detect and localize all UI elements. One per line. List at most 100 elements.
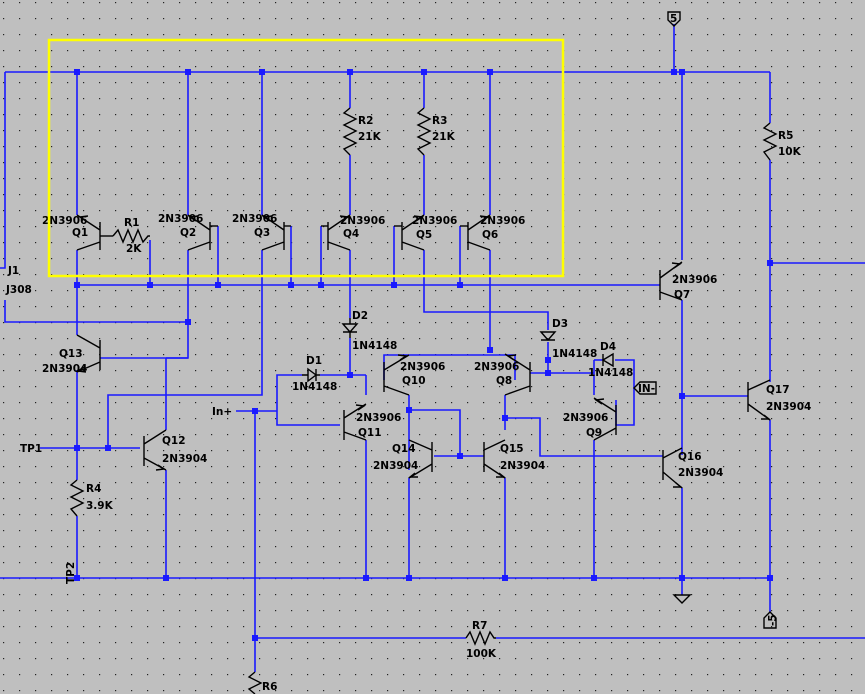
r4-value: 3.9K — [86, 500, 114, 512]
d2-ref: D2 — [352, 310, 368, 322]
d4-ref: D4 — [600, 341, 616, 353]
transistor-q14[interactable]: Q14 2N3904 — [373, 439, 433, 479]
q4-model: 2N3906 — [340, 215, 385, 227]
r2-value: 21K — [358, 131, 382, 143]
q15-ref: Q15 — [500, 443, 524, 455]
q6-model: 2N3906 — [480, 215, 525, 227]
r6-ref: R6 — [262, 681, 277, 693]
selection-box[interactable] — [47, 38, 565, 278]
transistor-q17[interactable]: Q17 2N3904 — [747, 379, 811, 421]
resistor-r6[interactable]: R6 — [247, 671, 277, 694]
r5-value: 10K — [778, 146, 802, 158]
q3-model: 2N3906 — [232, 213, 277, 225]
q14-model: 2N3904 — [373, 460, 418, 472]
transistor-q12[interactable]: Q12 2N3904 — [143, 429, 207, 471]
q7-ref: Q7 — [674, 289, 690, 301]
q13-model: 2N3904 — [42, 363, 87, 375]
ground-symbol — [672, 594, 692, 604]
q2-model: 2N3906 — [158, 213, 203, 225]
r1-ref: R1 — [124, 217, 139, 229]
q16-model: 2N3904 — [678, 467, 723, 479]
transistor-q4[interactable]: 2N3906 Q4 — [321, 214, 385, 251]
q9-model: 2N3906 — [563, 412, 608, 424]
transistor-q8[interactable]: 2N3906 Q8 — [474, 353, 531, 396]
r1-value: 2K — [126, 243, 142, 255]
q14-ref: Q14 — [392, 443, 416, 455]
transistor-q1[interactable]: 2N3906 Q1 — [42, 214, 113, 251]
q12-model: 2N3904 — [162, 453, 207, 465]
diode-d3[interactable]: D3 1N4148 — [539, 318, 597, 360]
transistor-q10[interactable]: 2N3906 Q10 — [383, 354, 445, 396]
jfet-j1[interactable]: J1 J308 — [5, 265, 32, 296]
q7-model: 2N3906 — [672, 274, 717, 286]
transistor-q16[interactable]: Q16 2N3904 — [662, 447, 723, 489]
resistor-r1[interactable]: R1 2K — [112, 217, 150, 255]
resistor-r7[interactable]: R7 100K — [465, 620, 497, 660]
q8-ref: Q8 — [496, 375, 512, 387]
q16-ref: Q16 — [678, 451, 702, 463]
q8-model: 2N3906 — [474, 361, 519, 373]
r5-ref: R5 — [778, 130, 793, 142]
q5-model: 2N3906 — [412, 215, 457, 227]
vneg-label: -5 — [767, 614, 779, 626]
q12-ref: Q12 — [162, 435, 186, 447]
diode-d2[interactable]: D2 1N4148 — [341, 310, 397, 352]
transistor-q9[interactable]: 2N3906 Q9 — [563, 397, 617, 441]
in-plus-label[interactable]: In+ — [212, 406, 232, 418]
d1-model: 1N4148 — [292, 381, 337, 393]
resistor-r5[interactable]: R5 10K — [762, 122, 802, 161]
r2-ref: R2 — [358, 115, 373, 127]
r3-value: 21K — [432, 131, 456, 143]
diode-d1[interactable]: D1 1N4148 — [292, 355, 337, 393]
j1-model: J308 — [5, 284, 32, 296]
resistor-r4[interactable]: R4 3.9K — [69, 479, 114, 517]
q9-ref: Q9 — [586, 427, 602, 439]
q3-ref: Q3 — [254, 227, 270, 239]
q1-model: 2N3906 — [42, 215, 87, 227]
transistor-q11[interactable]: 2N3906 Q11 — [343, 403, 401, 441]
r4-ref: R4 — [86, 483, 101, 495]
diode-d4[interactable]: D4 1N4148 — [588, 341, 633, 379]
q15-model: 2N3904 — [500, 460, 545, 472]
transistor-q3[interactable]: 2N3906 Q3 — [232, 213, 291, 251]
d2-model: 1N4148 — [352, 340, 397, 352]
port-vneg[interactable]: -5 — [763, 611, 779, 629]
r7-value: 100K — [466, 648, 497, 660]
transistor-q13[interactable]: Q13 2N3904 — [42, 334, 101, 375]
transistor-q5[interactable]: 2N3906 Q5 — [394, 214, 457, 251]
transistor-q7[interactable]: 2N3906 Q7 — [659, 261, 717, 301]
transistor-q6[interactable]: 2N3906 Q6 — [460, 214, 525, 251]
transistor-q15[interactable]: Q15 2N3904 — [483, 439, 545, 479]
q10-ref: Q10 — [402, 375, 426, 387]
d1-ref: D1 — [306, 355, 322, 367]
resistor-r3[interactable]: R3 21K — [416, 107, 456, 156]
q2-ref: Q2 — [180, 227, 196, 239]
d3-model: 1N4148 — [552, 348, 597, 360]
q5-ref: Q5 — [416, 229, 432, 241]
q11-ref: Q11 — [358, 427, 382, 439]
q4-ref: Q4 — [343, 228, 359, 240]
tp1-label[interactable]: TP1 — [20, 443, 42, 455]
q6-ref: Q6 — [482, 229, 498, 241]
q1-ref: Q1 — [72, 227, 88, 239]
q17-model: 2N3904 — [766, 401, 811, 413]
in-minus-label: IN- — [638, 383, 655, 395]
r3-ref: R3 — [432, 115, 447, 127]
resistor-r2[interactable]: R2 21K — [342, 107, 382, 156]
port-vpos[interactable]: 5 — [667, 11, 681, 27]
r7-ref: R7 — [472, 620, 487, 632]
transistor-q2[interactable]: 2N3906 Q2 — [158, 213, 218, 251]
tp2-label[interactable]: TP2 — [65, 562, 77, 584]
junctions — [74, 69, 773, 641]
q11-model: 2N3906 — [356, 412, 401, 424]
d4-model: 1N4148 — [588, 367, 633, 379]
q10-model: 2N3906 — [400, 361, 445, 373]
vpos-label: 5 — [670, 13, 677, 25]
d3-ref: D3 — [552, 318, 568, 330]
j1-ref: J1 — [7, 265, 19, 277]
port-in-minus[interactable]: IN- — [633, 381, 657, 395]
q17-ref: Q17 — [766, 384, 790, 396]
q13-ref: Q13 — [59, 348, 83, 360]
